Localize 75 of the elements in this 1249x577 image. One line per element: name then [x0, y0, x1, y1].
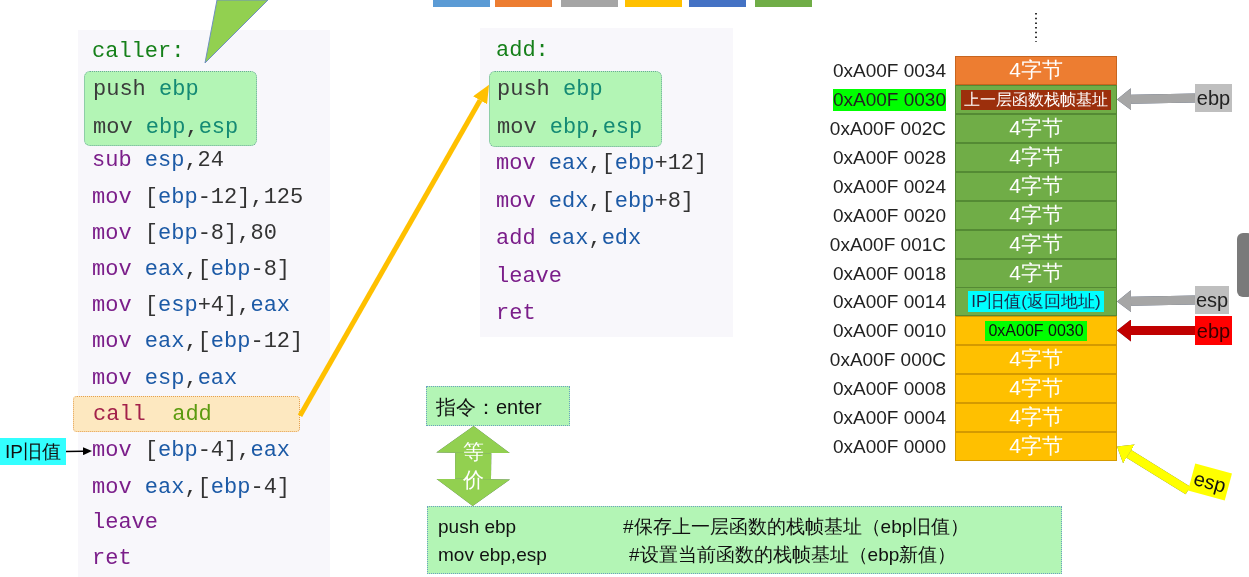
- code-line: mov eax,[ebp-8]: [92, 256, 291, 284]
- memory-address: 0xA00F 0008: [832, 378, 946, 400]
- slot-size-text: 4字节: [1009, 346, 1063, 373]
- highlighted-value: 上一层函数栈帧基址: [961, 89, 1111, 110]
- code-line: mov ebp,esp: [438, 543, 547, 567]
- register-label: ebp: [1195, 316, 1232, 345]
- code-line: ret: [92, 545, 132, 573]
- slot-size-text: 4字节: [1009, 375, 1063, 402]
- block-arrow: [1117, 290, 1196, 313]
- arrow: [65, 447, 92, 456]
- highlighted-value: 0xA00F 0030: [985, 320, 1087, 341]
- memory-address: 0xA00F 0030: [832, 89, 946, 111]
- slot-size-text: 4字节: [1009, 404, 1063, 431]
- block-arrow: [1117, 319, 1195, 342]
- highlight-box: [489, 71, 662, 147]
- highlight-box: [73, 396, 300, 432]
- code-line: mov [esp+4],eax: [92, 292, 291, 320]
- code-line: mov [ebp-12],125: [92, 184, 304, 212]
- code-line: mov esp,eax: [92, 365, 238, 393]
- code-line: mov edx,[ebp+8]: [496, 188, 695, 216]
- slot-size-text: 4字节: [1009, 433, 1063, 460]
- code-line: push ebp: [497, 76, 603, 104]
- slot-size-text: 4字节: [1009, 260, 1063, 287]
- slot-size-text: 4字节: [1009, 202, 1063, 229]
- arrow: [297, 84, 489, 418]
- code-line: ret: [496, 300, 536, 328]
- memory-address: 0xA00F 0028: [832, 147, 946, 169]
- double-arrow: [436, 426, 511, 506]
- edge-label: 等价: [462, 438, 485, 493]
- code-line: mov [ebp-4],eax: [92, 436, 291, 466]
- pointer-label: IP旧值: [0, 438, 66, 465]
- code-comment: #设置当前函数的栈帧基址（ebp新值）: [629, 543, 957, 567]
- code-line: mov ebp,esp: [497, 114, 643, 142]
- slot-size-text: 4字节: [1009, 231, 1063, 258]
- slot-size-text: 4字节: [1009, 57, 1063, 84]
- memory-address: 0xA00F 0018: [832, 263, 946, 285]
- function-label: add:: [496, 37, 549, 65]
- block-arrow: [1117, 88, 1196, 111]
- code-line: mov ebp,esp: [93, 114, 239, 142]
- memory-address: 0xA00F 0014: [832, 291, 946, 313]
- code-line: add eax,edx: [496, 225, 642, 253]
- code-line: mov [ebp-8],80: [92, 220, 277, 248]
- memory-address: 0xA00F 000C: [829, 349, 946, 371]
- register-label: esp: [1195, 286, 1229, 314]
- register-label: ebp: [1195, 84, 1232, 112]
- code-line: leave: [496, 263, 562, 291]
- memory-address: 0xA00F 0010: [832, 320, 946, 342]
- instruction-box: [426, 386, 570, 426]
- slot-size-text: 4字节: [1009, 173, 1063, 200]
- block-arrow: [1117, 444, 1191, 495]
- slot-size-text: 4字节: [1009, 144, 1063, 171]
- code-line: mov eax,[ebp-12]: [92, 328, 304, 356]
- highlight-box: [84, 71, 257, 146]
- memory-address: 0xA00F 001C: [829, 234, 946, 256]
- code-line: call add: [93, 401, 212, 429]
- code-comment: #保存上一层函数的栈帧基址（ebp旧值）: [623, 515, 970, 539]
- memory-address: 0xA00F 0020: [832, 205, 946, 227]
- code-line: push ebp: [93, 76, 199, 104]
- instruction-text: 指令：enter: [436, 395, 542, 420]
- code-line: leave: [92, 509, 158, 537]
- code-line: push ebp: [438, 515, 517, 539]
- memory-address: 0xA00F 0024: [832, 176, 946, 198]
- function-label: caller:: [92, 38, 185, 66]
- slot-size-text: 4字节: [1009, 115, 1063, 142]
- memory-address: 0xA00F 0034: [832, 60, 946, 82]
- memory-address: 0xA00F 0004: [832, 407, 946, 429]
- memory-address: 0xA00F 0000: [832, 436, 946, 458]
- code-line: mov eax,[ebp-4]: [92, 474, 291, 502]
- register-label: esp: [1188, 463, 1232, 501]
- equivalent-code-box: [427, 506, 1062, 574]
- code-panel: [480, 28, 733, 337]
- code-line: mov eax,[ebp+12]: [496, 150, 708, 178]
- memory-address: 0xA00F 002C: [829, 118, 946, 140]
- code-line: sub esp,24: [92, 147, 225, 175]
- highlighted-value: IP旧值(返回地址): [968, 290, 1104, 313]
